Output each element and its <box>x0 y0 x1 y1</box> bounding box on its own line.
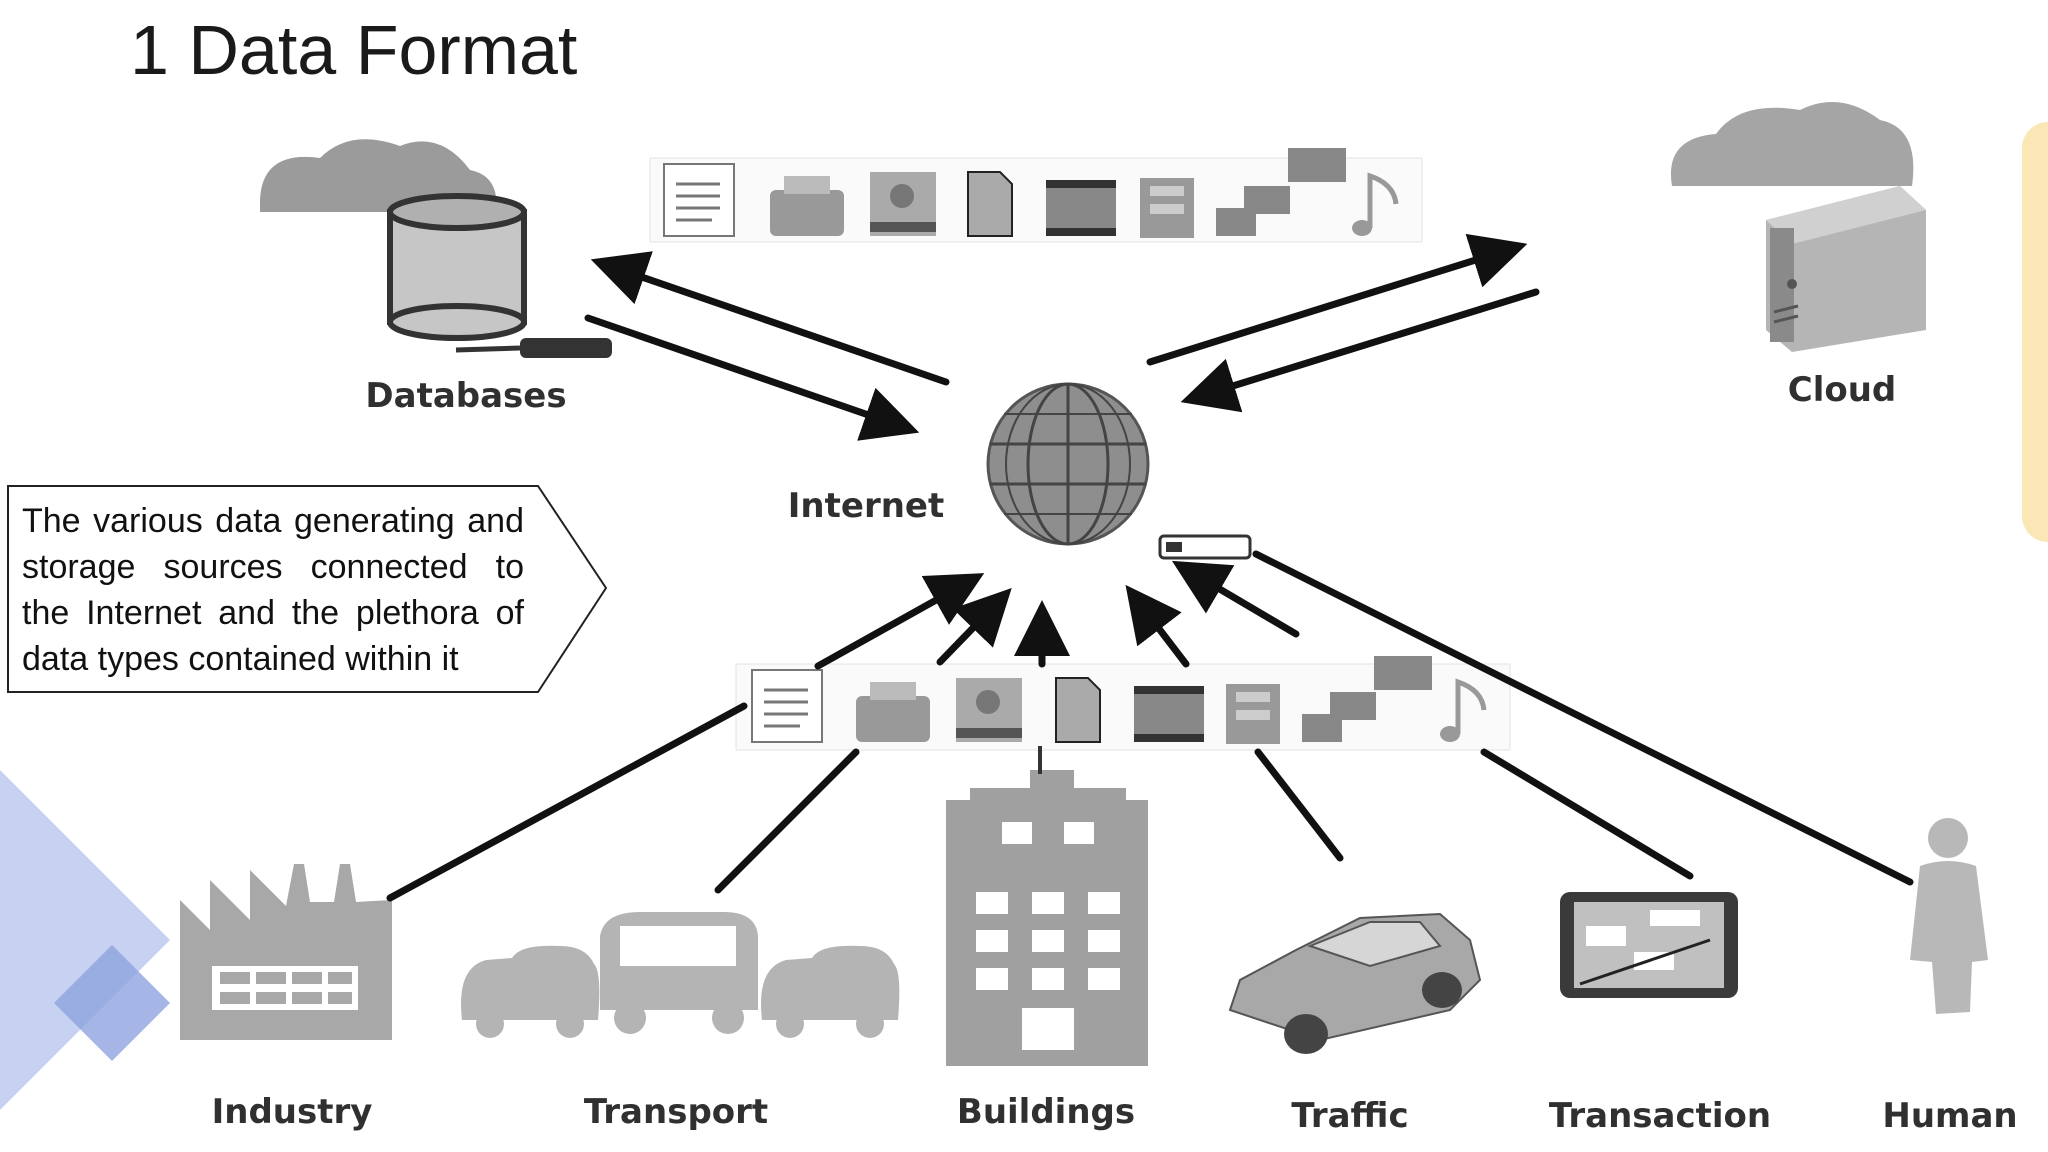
label-industry: Industry <box>211 1092 373 1132</box>
document-icon <box>663 163 735 237</box>
car-icon <box>1228 912 1482 1054</box>
globe-icon <box>986 382 1252 560</box>
building-icon <box>946 746 1148 1066</box>
printer-icon <box>770 176 844 236</box>
label-traffic: Traffic <box>1291 1096 1409 1136</box>
usb-stick-icon <box>1158 534 1252 560</box>
film-icon <box>956 678 1022 742</box>
label-internet: Internet <box>787 486 945 526</box>
chat-bubbles-icon <box>1216 148 1346 236</box>
cloud-server-icon <box>1670 102 1926 352</box>
music-note-icon <box>1440 678 1487 742</box>
music-note-icon <box>1352 172 1399 236</box>
film-strip-icon <box>1140 178 1194 238</box>
callout-text: The various data generating and storage … <box>22 502 524 678</box>
label-databases: Databases <box>365 376 567 416</box>
label-transaction: Transaction <box>1548 1096 1772 1136</box>
connection-arrows <box>386 233 1914 902</box>
data-types-strip-bottom <box>735 656 1511 751</box>
printer-icon <box>856 682 930 742</box>
tablet-icon <box>1560 892 1738 998</box>
vehicles-icon <box>461 912 900 1038</box>
label-cloud: Cloud <box>1787 370 1897 410</box>
chat-bubbles-icon <box>1302 656 1432 742</box>
video-icon <box>1134 686 1204 742</box>
film-strip-icon <box>1226 684 1280 744</box>
factory-icon <box>180 864 392 1040</box>
page-icon <box>967 171 1013 237</box>
page-icon <box>1055 677 1101 743</box>
decorative-accent-bar <box>2022 122 2048 542</box>
database-icon <box>260 139 612 358</box>
video-icon <box>1046 180 1116 236</box>
slide-title: 1 Data Format <box>130 11 578 89</box>
data-types-strip-top <box>649 148 1423 243</box>
label-buildings: Buildings <box>956 1092 1136 1132</box>
document-icon <box>751 669 823 743</box>
label-transport: Transport <box>583 1092 769 1132</box>
film-icon <box>870 172 936 236</box>
label-human: Human <box>1882 1096 2018 1136</box>
decorative-diamonds <box>0 770 170 1110</box>
person-icon <box>1910 818 1988 1014</box>
callout-box <box>7 485 608 693</box>
